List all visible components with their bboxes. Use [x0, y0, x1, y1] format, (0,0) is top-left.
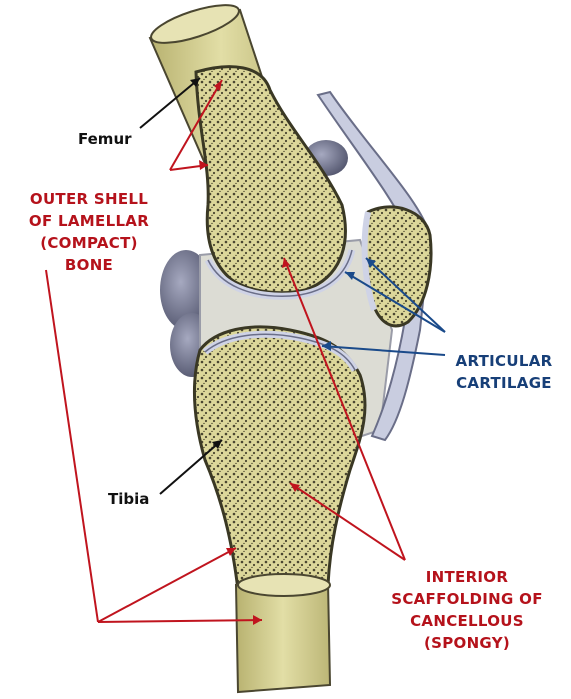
articular-cartilage-label: ARTICULAR CARTILAGE: [440, 350, 568, 394]
outer-shell-line-3: (COMPACT): [4, 232, 174, 254]
femur-label: Femur: [78, 128, 132, 150]
tibia-label: Tibia: [108, 488, 149, 510]
interior-scaffolding-label: INTERIOR SCAFFOLDING OF CANCELLOUS (SPON…: [378, 566, 556, 654]
outer-shell-line-2: OF LAMELLAR: [4, 210, 174, 232]
interior-line-3: CANCELLOUS: [378, 610, 556, 632]
tibia: [195, 327, 365, 692]
outer-shell-label: OUTER SHELL OF LAMELLAR (COMPACT) BONE: [4, 188, 174, 276]
interior-line-1: INTERIOR: [378, 566, 556, 588]
outer-shell-line-4: BONE: [4, 254, 174, 276]
articular-line-1: ARTICULAR: [440, 350, 568, 372]
interior-line-2: SCAFFOLDING OF: [378, 588, 556, 610]
articular-line-2: CARTILAGE: [440, 372, 568, 394]
interior-line-4: (SPONGY): [378, 632, 556, 654]
outer-shell-line-1: OUTER SHELL: [4, 188, 174, 210]
